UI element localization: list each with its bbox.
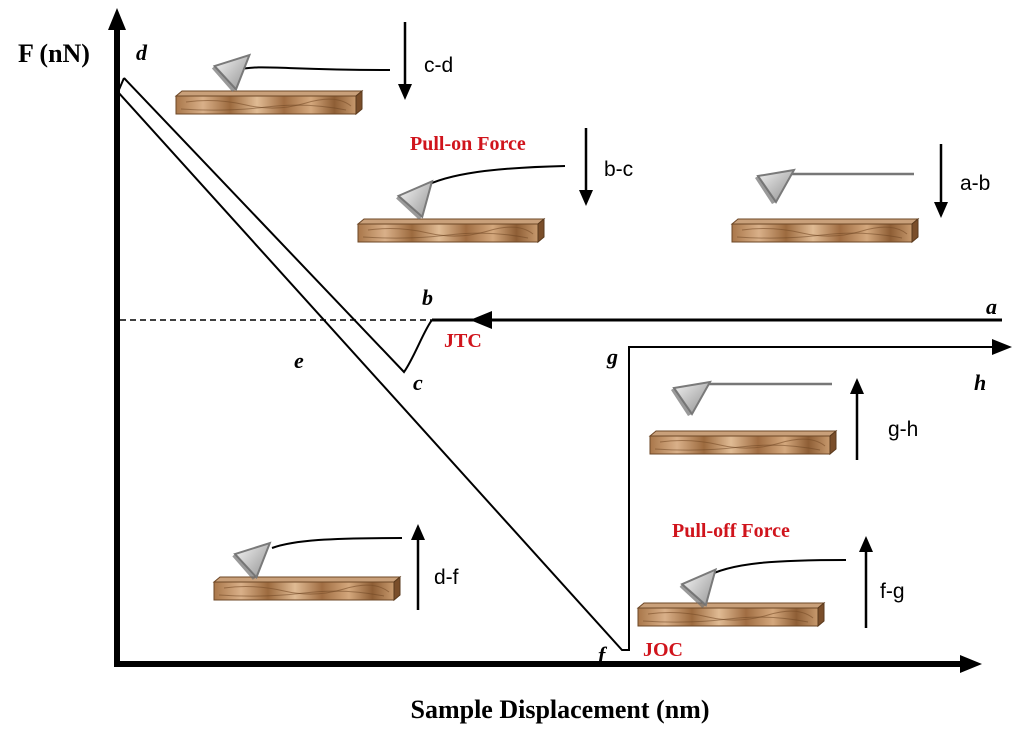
point-label-a: a bbox=[986, 294, 997, 319]
x-axis-title: Sample Displacement (nm) bbox=[411, 695, 710, 724]
point-label-d: d bbox=[136, 40, 148, 65]
inset-d-f: d-f bbox=[213, 524, 459, 610]
pull-on-force-label: Pull-on Force bbox=[410, 133, 526, 155]
point-label-f: f bbox=[598, 642, 608, 667]
y-axis-title: F (nN) bbox=[18, 39, 90, 68]
step-label-f-g: f-g bbox=[880, 580, 905, 603]
step-label-b-c: b-c bbox=[604, 158, 633, 181]
point-label-e: e bbox=[294, 348, 304, 373]
inset-g-h: g-h bbox=[649, 378, 918, 460]
approach-curve bbox=[123, 77, 1002, 374]
inset-c-d: c-d bbox=[175, 22, 453, 115]
y-axis bbox=[108, 8, 126, 666]
pull-off-force-label: Pull-off Force bbox=[672, 520, 790, 542]
point-label-c: c bbox=[413, 370, 423, 395]
point-label-g: g bbox=[606, 344, 618, 369]
point-label-h: h bbox=[974, 370, 986, 395]
joc-label: JOC bbox=[643, 639, 683, 661]
x-axis bbox=[114, 655, 982, 673]
inset-b-c: b-c bbox=[357, 128, 633, 243]
retract-curve bbox=[116, 77, 1012, 651]
inset-a-b: a-b bbox=[731, 144, 990, 243]
inset-f-g: f-g bbox=[637, 536, 905, 628]
step-label-d-f: d-f bbox=[434, 566, 459, 589]
step-label-a-b: a-b bbox=[960, 172, 990, 195]
step-label-g-h: g-h bbox=[888, 418, 918, 441]
point-label-b: b bbox=[422, 285, 433, 310]
jtc-label: JTC bbox=[444, 330, 482, 352]
step-label-c-d: c-d bbox=[424, 54, 453, 77]
